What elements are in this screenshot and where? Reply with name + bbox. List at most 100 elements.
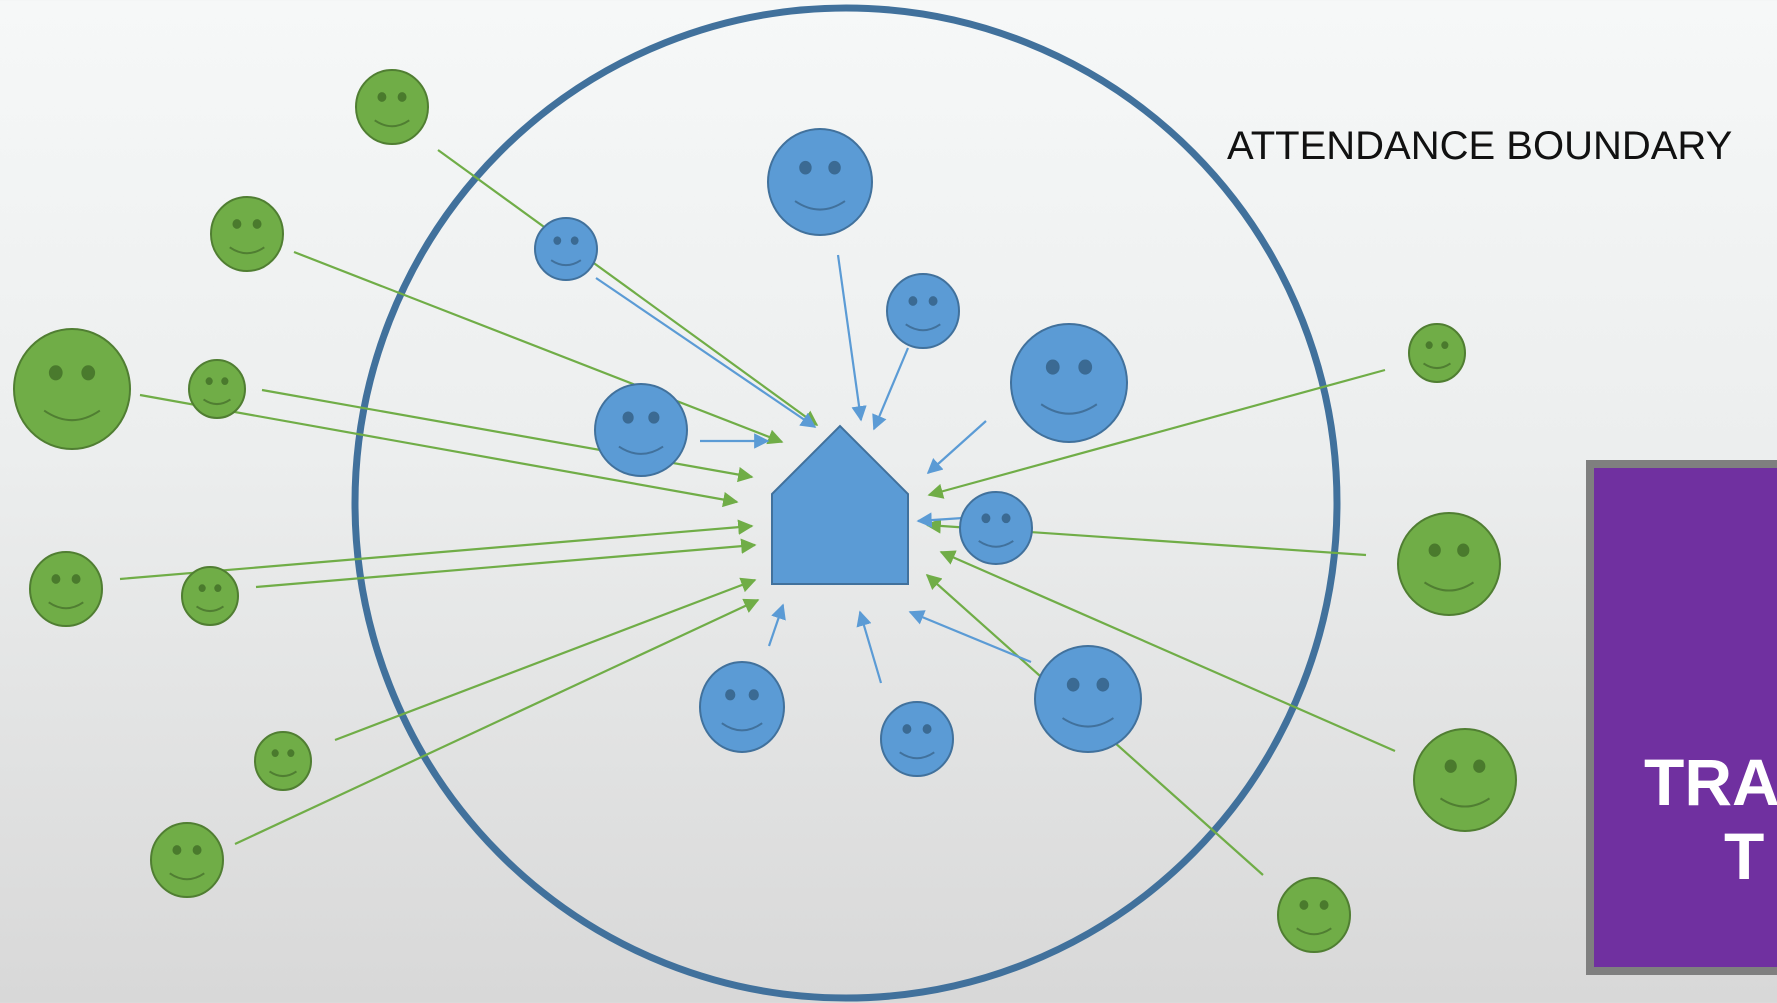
smile <box>794 200 846 211</box>
outside-student-2 <box>210 196 284 272</box>
smiley-face-icon <box>594 383 688 477</box>
right-eye <box>922 724 932 734</box>
outside-student-arrow-5 <box>927 368 1386 499</box>
smile <box>1439 797 1491 808</box>
inside-student-5 <box>594 383 688 477</box>
outside-student-arrow-10 <box>234 598 760 845</box>
right-eye <box>397 92 407 102</box>
outside-student-arrow-4 <box>139 393 739 508</box>
right-eye <box>252 219 262 229</box>
outside-student-8 <box>150 822 224 898</box>
smiley-face-icon <box>1010 323 1128 443</box>
smile <box>268 770 298 778</box>
left-eye <box>553 236 562 245</box>
right-eye <box>570 236 579 245</box>
outside-student-arrow-7 <box>255 538 757 589</box>
smile <box>169 872 205 881</box>
outside-student-6 <box>181 566 239 626</box>
outside-student-9 <box>1408 323 1466 383</box>
smiley-face-icon <box>880 701 954 777</box>
smile <box>1296 927 1332 936</box>
left-eye <box>799 160 812 175</box>
inside-student-6 <box>959 491 1033 565</box>
smile <box>229 246 265 255</box>
right-eye <box>287 749 295 758</box>
outside-student-4 <box>188 359 246 419</box>
smiley-face-icon <box>1413 728 1517 832</box>
right-eye <box>928 296 938 306</box>
left-eye <box>232 219 242 229</box>
inside-student-3 <box>886 273 960 349</box>
transfer-panel: TRAI T <box>1586 460 1777 975</box>
smiley-face-icon <box>254 731 312 791</box>
left-eye <box>1045 359 1060 375</box>
right-eye <box>192 845 202 855</box>
smiley-face-icon <box>886 273 960 349</box>
left-eye <box>198 584 206 593</box>
smile <box>195 605 225 613</box>
left-eye <box>981 513 991 524</box>
smiley-face-icon <box>767 128 873 236</box>
inside-student-2 <box>534 217 598 281</box>
outside-student-1 <box>355 69 429 145</box>
inside-student-arrow-14 <box>836 254 867 422</box>
left-eye <box>622 411 634 424</box>
inside-student-7 <box>699 661 785 753</box>
inside-student-arrow-13 <box>595 277 817 428</box>
smile <box>618 445 664 455</box>
left-eye <box>1425 341 1433 350</box>
smile <box>43 409 101 422</box>
smiley-face-icon <box>959 491 1033 565</box>
left-eye <box>172 845 182 855</box>
panel-text: TRAI T <box>1644 745 1777 893</box>
left-eye <box>271 749 279 758</box>
inside-student-4 <box>1010 323 1128 443</box>
inside-student-9 <box>1034 645 1142 753</box>
right-eye <box>648 411 660 424</box>
right-eye <box>1457 543 1470 557</box>
inside-student-arrow-17 <box>926 420 987 475</box>
smile <box>48 601 84 610</box>
outside-student-3 <box>13 328 131 450</box>
outside-student-10 <box>1397 512 1501 616</box>
outside-student-11 <box>1413 728 1517 832</box>
smile <box>1040 403 1098 415</box>
right-eye <box>221 377 229 386</box>
smile <box>978 540 1014 548</box>
smiley-face-icon <box>1397 512 1501 616</box>
right-eye <box>71 574 81 584</box>
right-eye <box>1078 359 1093 375</box>
outside-student-arrow-9 <box>334 577 757 742</box>
outside-student-7 <box>254 731 312 791</box>
smiley-face-icon <box>1408 323 1466 383</box>
right-eye <box>828 160 841 175</box>
panel-text-line-2: T <box>1724 819 1765 893</box>
left-eye <box>1066 677 1080 692</box>
smiley-face-icon <box>210 196 284 272</box>
left-eye <box>1444 759 1457 773</box>
right-eye <box>1319 900 1329 910</box>
left-eye <box>377 92 387 102</box>
outside-student-12 <box>1277 877 1351 953</box>
smiley-face-icon <box>1034 645 1142 753</box>
outside-student-5 <box>29 551 103 627</box>
smiley-face-icon <box>188 359 246 419</box>
school-house-icon <box>771 424 909 585</box>
smiley-face-icon <box>13 328 131 450</box>
smiley-face-icon <box>534 217 598 281</box>
inside-student-8 <box>880 701 954 777</box>
left-eye <box>48 365 63 381</box>
smiley-face-icon <box>355 69 429 145</box>
right-eye <box>81 365 96 381</box>
outside-student-arrow-6 <box>119 519 754 581</box>
smile <box>1423 581 1475 592</box>
inside-student-arrow-21 <box>908 610 1032 664</box>
inside-student-arrow-19 <box>767 603 786 647</box>
left-eye <box>908 296 918 306</box>
smiley-face-icon <box>29 551 103 627</box>
right-eye <box>1096 677 1110 692</box>
inside-student-1 <box>767 128 873 236</box>
smile <box>1062 717 1114 728</box>
outside-student-arrow-11 <box>939 550 1396 753</box>
